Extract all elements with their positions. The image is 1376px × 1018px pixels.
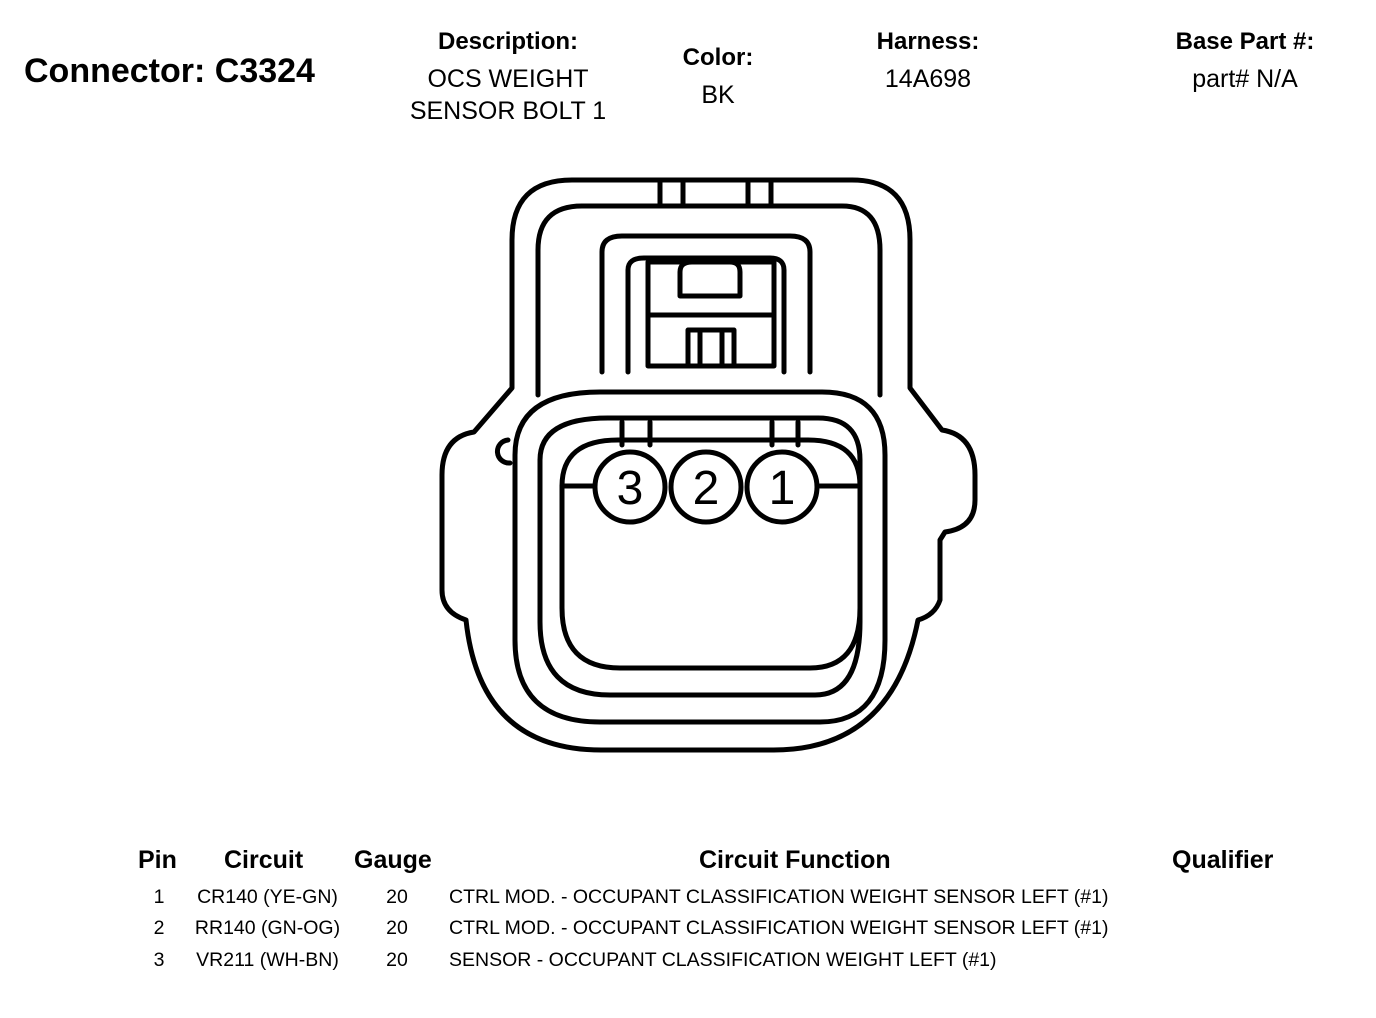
color-value: BK [701, 81, 735, 109]
lock-shroud [599, 233, 813, 375]
cavity-outer-contour [512, 389, 888, 725]
cavity-inner-contour [559, 437, 863, 671]
row-pin: 3 [153, 949, 165, 971]
description-label: Description: [437, 28, 578, 55]
top-tab-right [745, 177, 774, 209]
row-gauge: 20 [386, 886, 408, 908]
pin-2-circle [668, 449, 744, 525]
cavity-middle-contour [537, 415, 863, 698]
lock-shroud-inner [625, 255, 787, 375]
row-gauge: 20 [386, 949, 408, 971]
col-header-pin: Pin [138, 846, 177, 874]
top-tab-left [657, 177, 686, 209]
pin-1-circle [744, 449, 820, 525]
left-notch [494, 437, 513, 466]
row-pin: 1 [153, 886, 165, 908]
housing-inner-outline [535, 203, 883, 398]
row-function: CTRL MOD. - OCCUPANT CLASSIFICATION WEIG… [449, 917, 1109, 939]
pin-3-circle [592, 449, 668, 525]
color-label: Color: [682, 44, 754, 71]
harness-value: 14A698 [884, 65, 972, 93]
pin-2-number: 2 [693, 462, 720, 515]
lock-button [677, 259, 743, 299]
terminal-leads [559, 419, 863, 489]
connector-title: Connector: C3324 [24, 52, 315, 90]
col-header-circuit: Circuit [224, 846, 304, 874]
col-header-function: Circuit Function [699, 846, 891, 874]
row-pin: 2 [153, 917, 165, 939]
base-part-label: Base Part #: [1175, 28, 1315, 55]
description-line-1: OCS WEIGHT [427, 65, 589, 93]
col-header-gauge: Gauge [354, 846, 432, 874]
row-gauge: 20 [386, 917, 408, 939]
description-value: OCS WEIGHT SENSOR BOLT 1 [388, 63, 628, 127]
pin-3-number: 3 [617, 462, 644, 515]
description-line-2: SENSOR BOLT 1 [409, 97, 607, 125]
base-part-value: part# N/A [1192, 65, 1298, 93]
col-header-qualifier: Qualifier [1172, 846, 1274, 874]
pin-1-number: 1 [769, 462, 796, 515]
housing-outer-outline [439, 177, 978, 753]
row-circuit: RR140 (GN-OG) [194, 917, 341, 939]
row-circuit: VR211 (WH-BN) [196, 949, 339, 971]
lock-slot [685, 327, 737, 369]
row-function: CTRL MOD. - OCCUPANT CLASSIFICATION WEIG… [449, 886, 1109, 908]
row-function: SENSOR - OCCUPANT CLASSIFICATION WEIGHT … [449, 949, 997, 971]
row-circuit: CR140 (YE-GN) [197, 886, 338, 908]
harness-label: Harness: [876, 28, 980, 55]
